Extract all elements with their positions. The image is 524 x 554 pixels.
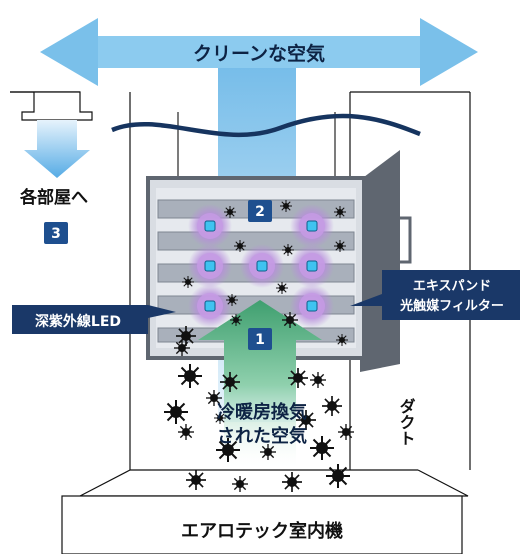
dust-particle-icon	[260, 444, 276, 460]
dust-particle-icon	[334, 206, 346, 218]
dust-particle-icon	[220, 372, 240, 392]
led-light-icon	[290, 204, 334, 248]
dust-particle-icon	[232, 476, 248, 492]
dust-particle-icon	[322, 396, 342, 416]
to-rooms-arrow	[24, 120, 90, 178]
svg-text:2: 2	[255, 204, 265, 220]
svg-text:3: 3	[51, 226, 61, 242]
dust-particle-icon	[276, 282, 288, 294]
dust-particle-icon	[224, 206, 236, 218]
dust-particle-icon	[174, 340, 190, 356]
dust-particle-icon	[206, 390, 222, 406]
filter-housing-door	[360, 150, 412, 372]
badge-three: 3	[44, 222, 68, 244]
badge-one: 1	[248, 328, 272, 350]
uv-led-array	[188, 204, 334, 328]
unit-label: エアロテック室内機	[181, 520, 343, 542]
clean-air-arrow	[40, 18, 478, 86]
badge-two: 2	[248, 200, 272, 222]
led-light-icon	[290, 244, 334, 288]
wave-line	[111, 113, 421, 138]
dust-particle-icon	[326, 464, 350, 488]
dust-particle-icon	[186, 470, 206, 490]
indoor-unit	[61, 469, 469, 554]
led-light-icon	[188, 284, 232, 328]
dust-particles	[164, 200, 354, 492]
dust-particle-icon	[282, 244, 294, 256]
incoming-air-label-line2: された空気	[217, 425, 307, 447]
to-rooms-label: 各部屋へ	[19, 187, 88, 208]
incoming-air-label-line1: 冷暖房換気	[217, 401, 307, 423]
dust-particle-icon	[288, 368, 308, 388]
dust-particle-icon	[176, 326, 196, 346]
dust-particle-icon	[164, 400, 188, 424]
dust-particle-icon	[310, 436, 334, 460]
filter-label-line2: 光触媒フィルター	[399, 298, 504, 314]
dust-particle-icon	[234, 240, 246, 252]
dust-particle-icon	[178, 364, 202, 388]
led-light-icon	[188, 244, 232, 288]
duct-label: ダクト	[397, 397, 416, 446]
incoming-air-arrow	[198, 300, 322, 470]
led-light-icon	[188, 204, 232, 248]
dust-particle-icon	[216, 438, 240, 462]
svg-text:ダクト: ダクト	[397, 397, 416, 446]
dust-particle-icon	[338, 424, 354, 440]
ceiling-vent	[10, 91, 93, 121]
filter-callout	[350, 270, 520, 320]
dust-particle-icon	[178, 424, 194, 440]
filter-label-line1: エキスパンド	[413, 279, 491, 294]
dust-particle-icon	[282, 472, 302, 492]
led-light-icon	[240, 244, 284, 288]
led-callout	[12, 305, 176, 334]
dust-particle-icon	[334, 240, 346, 252]
dust-particle-icon	[230, 314, 242, 326]
dust-particle-icon	[214, 412, 226, 424]
dust-particle-icon	[296, 410, 316, 430]
led-label: 深紫外線LED	[35, 313, 121, 330]
dust-particle-icon	[280, 200, 292, 212]
svg-text:1: 1	[255, 332, 265, 348]
duct-walls	[177, 112, 336, 180]
clean-air-label: クリーンな空気	[193, 42, 325, 65]
dust-particle-icon	[226, 294, 238, 306]
dust-particle-icon	[182, 276, 194, 288]
dust-particle-icon	[336, 334, 348, 346]
dust-particle-icon	[310, 372, 326, 388]
dust-particle-icon	[282, 312, 298, 328]
led-light-icon	[290, 284, 334, 328]
